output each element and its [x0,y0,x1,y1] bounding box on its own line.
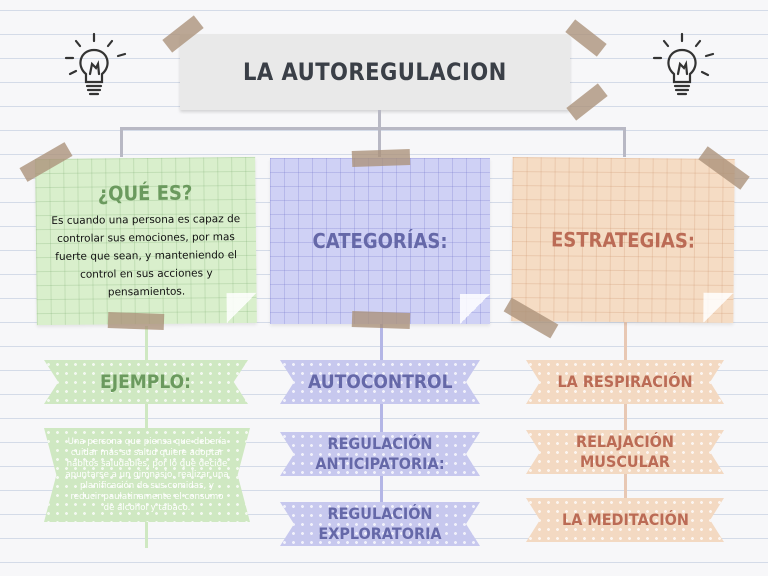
banner-autocontrol: AUTOCONTROL [280,360,480,404]
card-title: CATEGORÍAS: [312,229,448,253]
page-fold [226,292,257,324]
page-fold [460,294,490,324]
connector-line [120,127,626,130]
banner-label: REGULACIÓN EXPLORATORIA [318,504,442,543]
banner-la-meditacion: LA MEDITACIÓN [526,498,724,542]
banner-label: REGULACIÓN ANTICIPATORIA: [315,434,445,473]
tape-strip [565,19,607,57]
card-title: ¿QUÉ ES? [98,180,193,206]
banner-label: EJEMPLO: [100,371,192,393]
tape-strip [351,310,411,330]
tape-strip [107,312,165,330]
banner-la-respiracion: LA RESPIRACIÓN [526,360,724,404]
banner-ejemplo: EJEMPLO: [44,360,248,404]
card-estrategias: ESTRATEGIAS: [511,157,735,323]
tape-strip [566,83,608,121]
connector-line [380,324,383,524]
example-box: Una persona que piensa que debería cuida… [44,428,250,522]
lightbulb-icon [652,32,715,96]
card-que-es: ¿QUÉ ES? Es cuando una persona es capaz … [35,156,257,326]
connector-line [623,127,626,157]
connector-line [378,127,381,157]
banner-regulacion-anticipatoria: REGULACIÓN ANTICIPATORIA: [280,432,480,476]
page-fold [703,292,734,323]
connector-line [120,127,123,157]
banner-label: AUTOCONTROL [307,371,453,393]
connector-line [624,320,627,520]
banner-label: LA MEDITACIÓN [561,510,689,529]
card-body: Es cuando una persona es capaz de contro… [51,213,241,299]
connector-line [378,110,381,128]
title-paper: LA AUTOREGULACION [180,34,570,110]
banner-relajacion-muscular: RELAJACIÓN MUSCULAR [526,430,724,474]
banner-regulacion-exploratoria: REGULACIÓN EXPLORATORIA [280,502,480,546]
banner-label: RELAJACIÓN MUSCULAR [576,432,674,471]
page-title: LA AUTOREGULACION [243,58,507,86]
card-categorias: CATEGORÍAS: [270,158,490,324]
banner-label: LA RESPIRACIÓN [557,372,693,391]
lightbulb-icon [64,32,127,96]
tape-strip [351,148,411,168]
example-text: Una persona que piensa que debería cuida… [65,436,229,513]
card-title: ESTRATEGIAS: [550,227,696,253]
